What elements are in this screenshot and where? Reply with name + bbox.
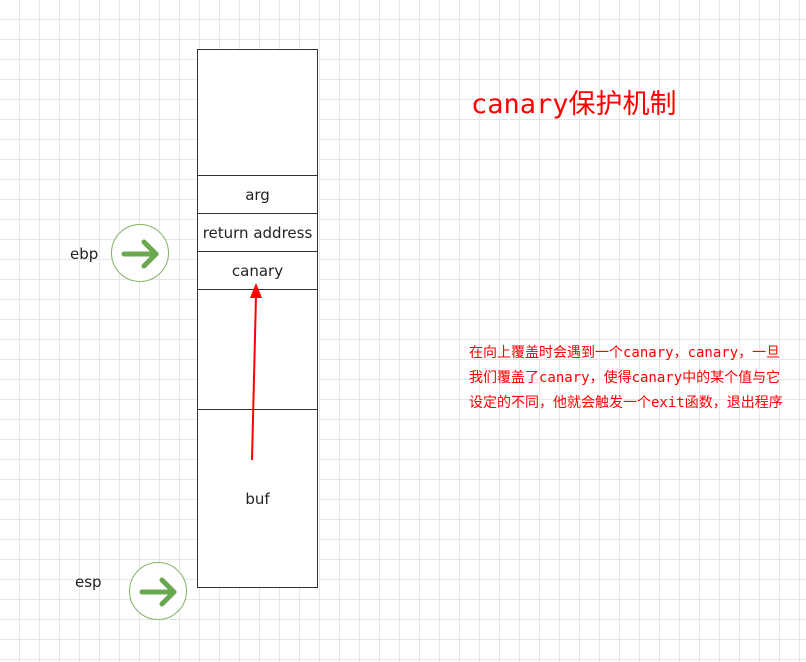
diagram-title: canary保护机制 — [471, 89, 677, 120]
stack-divider — [198, 213, 317, 214]
stack-frame: arg return address canary buf — [197, 49, 318, 588]
ebp-label: ebp — [70, 245, 99, 263]
stack-divider — [198, 409, 317, 410]
stack-cell-canary: canary — [231, 261, 284, 280]
ebp-pointer — [111, 224, 169, 282]
stack-divider — [198, 251, 317, 252]
right-arrow-icon — [139, 577, 177, 607]
right-arrow-icon — [121, 239, 159, 269]
stack-cell-return-address: return address — [202, 223, 313, 242]
stack-cell-buf: buf — [245, 489, 270, 508]
explanation-note: 在向上覆盖时会遇到一个canary，canary，一旦我们覆盖了canary，使… — [469, 345, 783, 411]
esp-pointer — [129, 562, 187, 620]
overflow-arrowhead — [250, 283, 262, 298]
esp-label: esp — [75, 573, 102, 591]
stack-cell-arg: arg — [245, 185, 270, 204]
stack-divider — [198, 175, 317, 176]
